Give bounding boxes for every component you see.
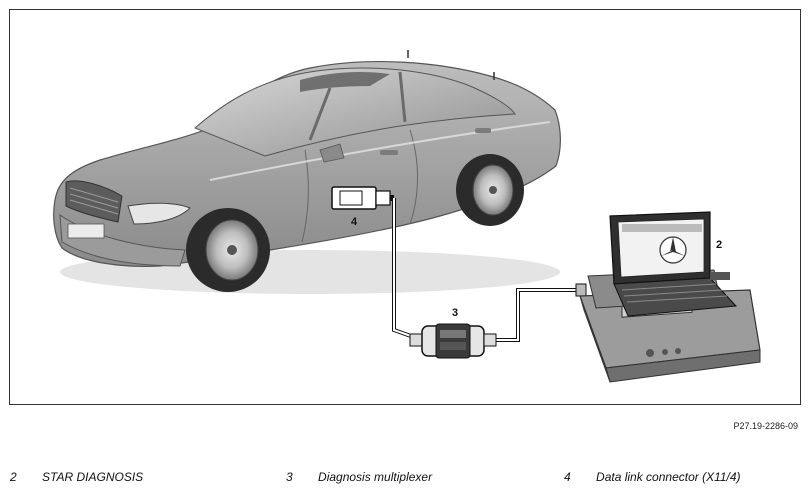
figure-reference-code: P27.19-2286-09 <box>733 421 798 431</box>
legend-item-3: 3 Diagnosis multiplexer <box>286 470 432 484</box>
callout-4: 4 <box>351 216 358 228</box>
legend-label: Data link connector (X11/4) <box>596 470 741 484</box>
legend-number: 4 <box>564 470 571 484</box>
diagram-frame: 4 3 2 <box>9 9 801 405</box>
legend-number: 2 <box>10 470 17 484</box>
diagnosis-multiplexer: 3 <box>409 283 587 359</box>
data-link-connector: 4 <box>331 186 394 228</box>
legend-label: STAR DIAGNOSIS <box>42 470 144 484</box>
legend-label: Diagnosis multiplexer <box>318 470 433 484</box>
callout-2: 2 <box>716 239 722 251</box>
car-illustration <box>53 50 561 294</box>
star-diagnosis-unit: 2 <box>579 211 761 383</box>
diagram-illustration: 4 3 2 <box>53 50 761 383</box>
legend-number: 3 <box>286 470 293 484</box>
legend-item-4: 4 Data link connector (X11/4) <box>564 470 741 484</box>
legend-item-2: 2 STAR DIAGNOSIS <box>10 470 143 484</box>
callout-3: 3 <box>452 307 458 319</box>
